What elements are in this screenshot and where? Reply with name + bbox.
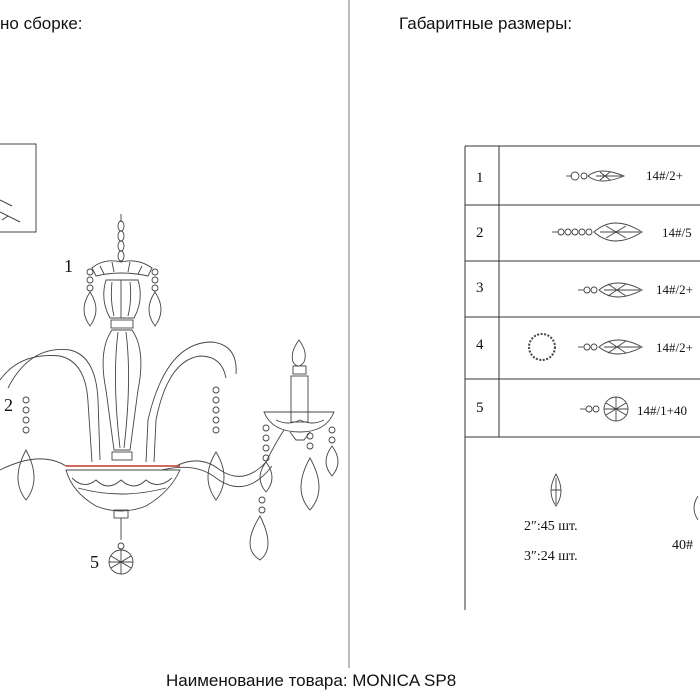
row-4-code: 14#/2+ <box>656 340 693 355</box>
crystal-drops <box>17 268 339 575</box>
row-1-code: 14#/2+ <box>646 168 683 183</box>
assembly-heading: но сборке: <box>0 14 83 33</box>
row-1-crystal-icon <box>566 170 626 182</box>
dimensions-heading: Габаритные размеры: <box>399 14 573 33</box>
row-2-crystal-icon <box>552 222 643 242</box>
candle-holder <box>263 339 335 441</box>
row-5-number: 5 <box>476 400 484 416</box>
count-3in: 3″:24 шт. <box>524 549 578 564</box>
row-3-number: 3 <box>476 280 484 296</box>
row-5-code: 14#/1+40 <box>637 403 687 418</box>
bowl <box>65 465 181 540</box>
count-2in: 2″:45 шт. <box>524 519 578 534</box>
count-40: 40# <box>672 538 693 553</box>
crown <box>91 260 153 277</box>
pendant-2in-icon <box>550 473 562 507</box>
urn <box>102 279 142 461</box>
callout-5: 5 <box>90 552 99 572</box>
row-4-number: 4 <box>476 337 484 353</box>
callout-2: 2 <box>4 395 13 415</box>
row-2-number: 2 <box>476 225 484 241</box>
row-5-crystal-icon <box>580 396 629 422</box>
product-name: Наименование товара: MONICA SP8 <box>166 671 457 690</box>
row-2-code: 14#/5 <box>662 225 692 240</box>
pendant-40-icon <box>693 495 699 521</box>
row-3-code: 14#/2+ <box>656 282 693 297</box>
callout-1: 1 <box>64 256 73 276</box>
row-3-crystal-icon <box>578 282 643 298</box>
row-4-crystal-icon <box>528 333 643 361</box>
row-1-number: 1 <box>476 170 484 186</box>
arms <box>0 341 285 487</box>
chain <box>117 214 125 262</box>
